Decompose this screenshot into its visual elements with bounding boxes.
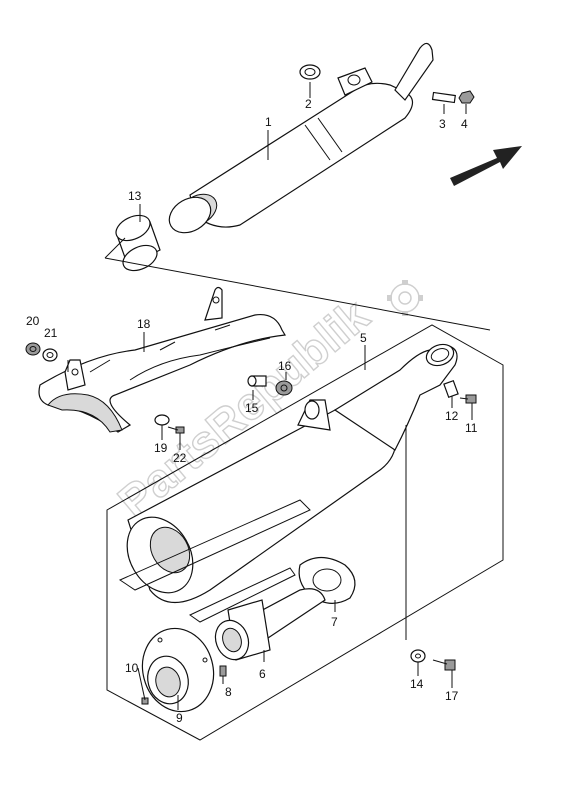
- callout-1: 1: [265, 115, 272, 129]
- callout-22: 22: [173, 451, 187, 465]
- callout-20: 20: [26, 314, 40, 328]
- callout-6: 6: [259, 667, 266, 681]
- callout-2: 2: [305, 97, 312, 111]
- callout-3: 3: [439, 117, 446, 131]
- callout-9: 9: [176, 711, 183, 725]
- part-6-inner-pipe: [214, 588, 326, 661]
- callout-17: 17: [445, 689, 459, 703]
- part-17-bolt: [432, 659, 456, 671]
- part-21-washer: [42, 348, 58, 362]
- gear-watermark-icon: [387, 280, 423, 316]
- callouts: 1 2 3 4 5 6 7 8 9 10 11 12 13 14 15 16 1…: [26, 97, 478, 725]
- callout-12: 12: [445, 409, 459, 423]
- inner-guide: [189, 567, 296, 623]
- part-15-collar: [247, 375, 267, 387]
- callout-13: 13: [128, 189, 142, 203]
- callout-15: 15: [245, 401, 259, 415]
- part-16-cushion: [275, 380, 293, 396]
- callout-10: 10: [125, 661, 139, 675]
- part-3-stud-bolt: [431, 91, 456, 104]
- part-2-gasket: [299, 64, 373, 96]
- callout-19: 19: [154, 441, 168, 455]
- callout-18: 18: [137, 317, 151, 331]
- part-13-sleeve: [115, 214, 161, 272]
- part-22-bolt: [167, 426, 185, 434]
- callout-4: 4: [461, 117, 468, 131]
- part-5-muffler: [126, 343, 458, 603]
- part-9-end-cap: [141, 627, 215, 713]
- part-8-screw: [219, 665, 227, 677]
- part-20-nut: [25, 342, 41, 356]
- callout-21: 21: [44, 326, 58, 340]
- callout-7: 7: [331, 615, 338, 629]
- callout-11: 11: [465, 421, 478, 435]
- leader-lines: [67, 82, 473, 710]
- callout-5: 5: [360, 331, 367, 345]
- part-11-bolt: [459, 394, 477, 404]
- guide-line: [104, 237, 126, 259]
- part-12-collar: [443, 379, 459, 399]
- front-direction-arrow-icon: [450, 146, 522, 186]
- callout-16: 16: [278, 359, 292, 373]
- callout-14: 14: [410, 677, 424, 691]
- inner-guide: [118, 499, 311, 591]
- part-19-washer: [154, 414, 170, 426]
- part-4-nut: [458, 90, 475, 104]
- part-18-heat-shield: [38, 286, 286, 433]
- guide-line: [104, 257, 491, 331]
- part-14-washer: [410, 649, 426, 663]
- part-1-exhaust-pipe: [168, 42, 434, 234]
- callout-8: 8: [225, 685, 232, 699]
- muffler-assembly-outline: [106, 324, 504, 741]
